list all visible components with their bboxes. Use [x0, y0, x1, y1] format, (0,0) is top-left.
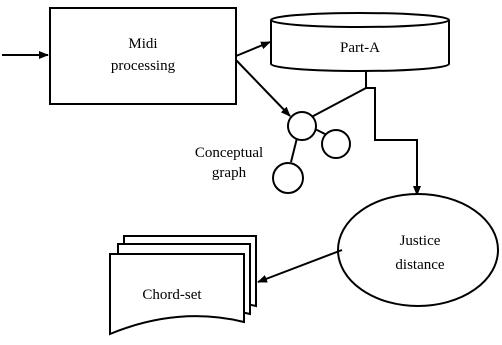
part-a-database: Part-A	[270, 12, 450, 72]
chord-set-page-front	[109, 253, 245, 336]
concept-node-right	[321, 129, 351, 159]
arrow-justice-to-chord-set	[257, 249, 343, 283]
arrow-midi-to-concept	[235, 59, 291, 117]
part-a-label: Part-A	[340, 40, 380, 56]
midi-processing-box: Midi processing	[49, 7, 237, 105]
justice-distance-label-line2: distance	[395, 257, 444, 273]
justice-distance-ellipse: Justice distance	[337, 193, 499, 307]
justice-distance-label-line1: Justice	[400, 233, 441, 249]
midi-processing-label-line1: Midi	[128, 36, 157, 52]
arrow-part-a-to-justice	[365, 70, 421, 196]
concept-node-top	[287, 111, 317, 141]
concept-node-bottom	[272, 162, 304, 194]
arrow-midi-to-part-a	[235, 41, 271, 57]
chord-set-documents: Chord-set	[109, 235, 257, 336]
conceptual-graph-label-line2: graph	[212, 165, 247, 181]
chord-set-label: Chord-set	[142, 287, 202, 303]
concept-edge-3	[290, 137, 298, 163]
midi-processing-label-line2: processing	[111, 58, 176, 74]
conceptual-graph-label-line1: Conceptual	[195, 145, 263, 161]
